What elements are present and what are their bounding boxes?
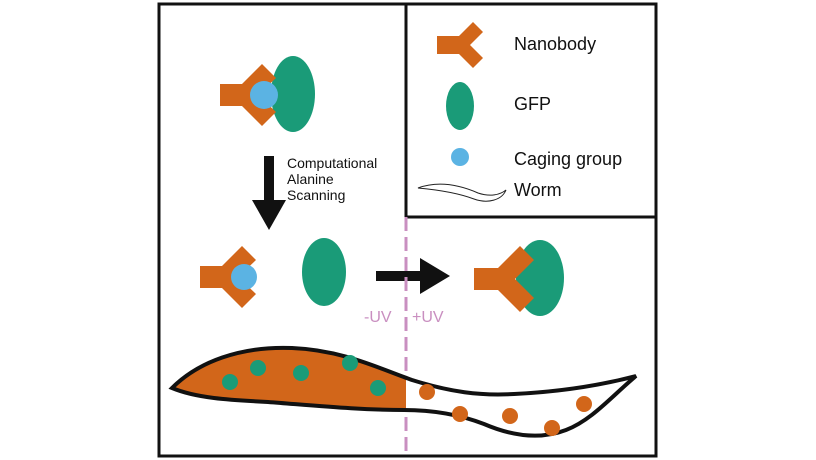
uncaged-complex — [474, 240, 564, 316]
gfp-icon — [446, 82, 474, 130]
legend-label-caging-group: Caging group — [514, 149, 622, 169]
down-arrow — [252, 156, 286, 230]
free-gfp-shape — [302, 238, 346, 306]
worm — [170, 345, 638, 438]
caging-group-icon — [451, 148, 469, 166]
plus-uv-label: +UV — [412, 309, 444, 326]
legend-label-worm: Worm — [514, 180, 562, 200]
step-label-line-2: Alanine — [287, 171, 334, 187]
step-label-line-3: Scanning — [287, 187, 345, 203]
nanobody-shape — [474, 246, 534, 312]
nanobody-icon-shape — [437, 22, 483, 68]
caged-nanobody — [200, 246, 257, 308]
worm-icon — [417, 183, 507, 202]
legend: Nanobody GFP Caging group Worm — [417, 22, 622, 202]
gfp-shape — [271, 56, 315, 132]
nanobody-shape — [200, 246, 256, 308]
right-arrow — [376, 258, 450, 294]
caged-complex — [220, 56, 315, 132]
nanobody-dots — [419, 384, 592, 436]
nanobody-shape — [220, 64, 276, 126]
legend-panel-frame — [404, 2, 658, 219]
legend-label-nanobody: Nanobody — [514, 34, 596, 54]
caging-group-shape — [231, 264, 257, 290]
caging-group-shape — [250, 81, 278, 109]
minus-uv-label: -UV — [364, 309, 392, 326]
step-label-line-1: Computational — [287, 155, 377, 171]
gfp-dots — [222, 355, 386, 396]
legend-label-gfp: GFP — [514, 94, 551, 114]
